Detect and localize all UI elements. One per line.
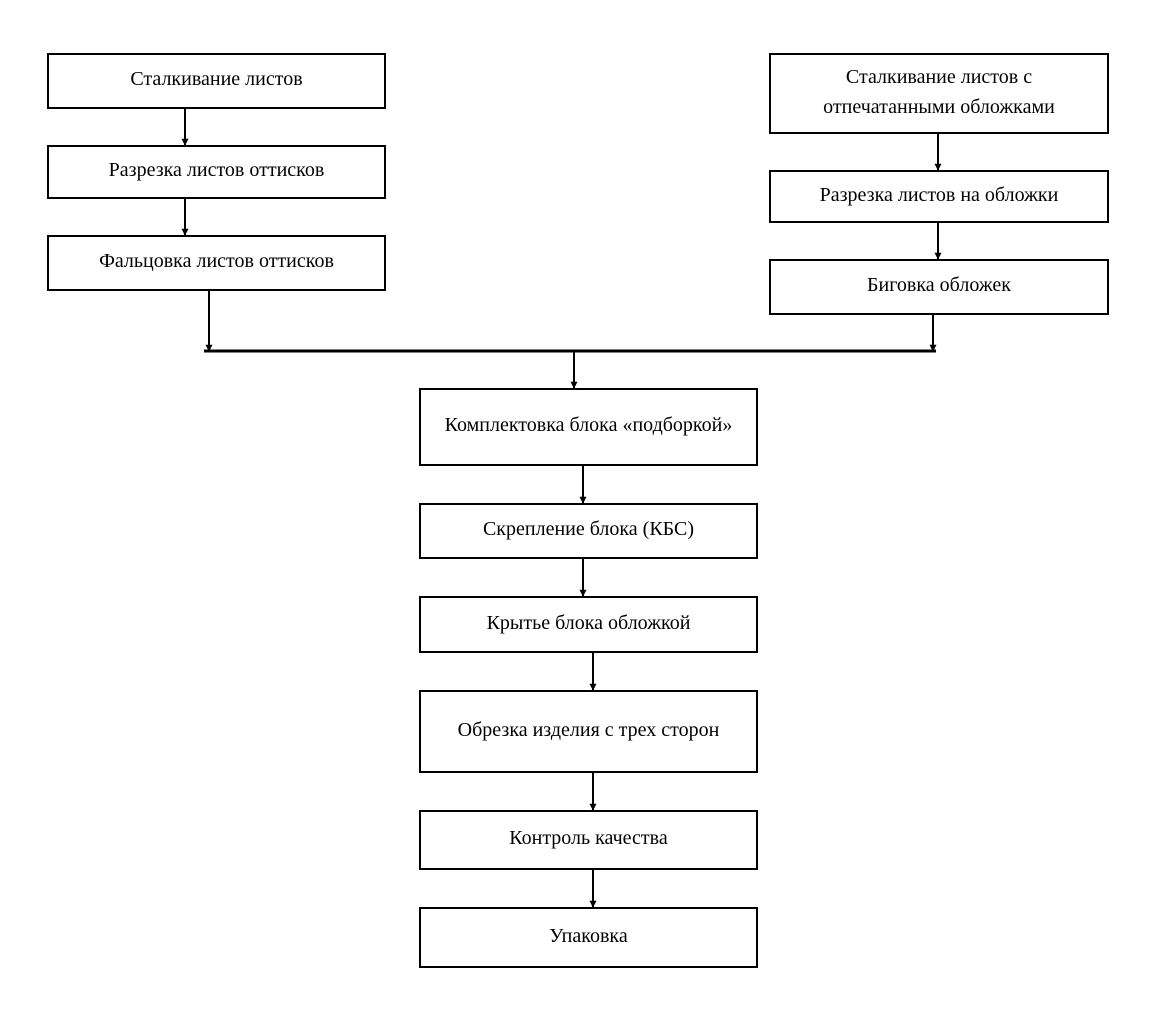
box-main-packaging: Упаковка [419,907,758,968]
box-main-trimming: Обрезка изделия с трех сторон [419,690,758,773]
box-label: Биговка обложек [867,274,1011,296]
box-label: Фальцовка листов оттисков [99,250,334,272]
box-label: Скрепление блока (КБС) [482,518,695,540]
box-label: Разрезка листов на обложки [819,183,1059,206]
box-right-creasing-covers: Биговка обложек [769,259,1109,315]
box-label: Обрезка изделия с трех сторон [457,718,720,741]
box-label: Упаковка [549,924,628,947]
box-label: Сталкивание листов [130,68,303,90]
box-left-cutting-prints: Разрезка листов оттисков [47,145,386,199]
box-left-folding-prints: Фальцовка листов оттисков [47,235,386,291]
box-label: Комплектовка блока «подборкой» [444,414,733,436]
box-main-quality-control: Контроль качества [419,810,758,870]
box-right-cutting-covers: Разрезка листов на обложки [769,170,1109,223]
box-left-stacking-sheets: Сталкивание листов [47,53,386,109]
box-right-stacking-covers: Сталкивание листов с отпечатанными облож… [769,53,1109,134]
box-label: Сталкивание листов с отпечатанными облож… [823,65,1055,118]
box-label: Разрезка листов оттисков [108,159,325,181]
box-main-binding: Скрепление блока (КБС) [419,503,758,559]
box-label: Контроль качества [509,827,668,849]
box-main-gathering: Комплектовка блока «подборкой» [419,388,758,466]
box-main-cover-application: Крытье блока обложкой [419,596,758,653]
box-label: Крытье блока обложкой [486,611,691,634]
